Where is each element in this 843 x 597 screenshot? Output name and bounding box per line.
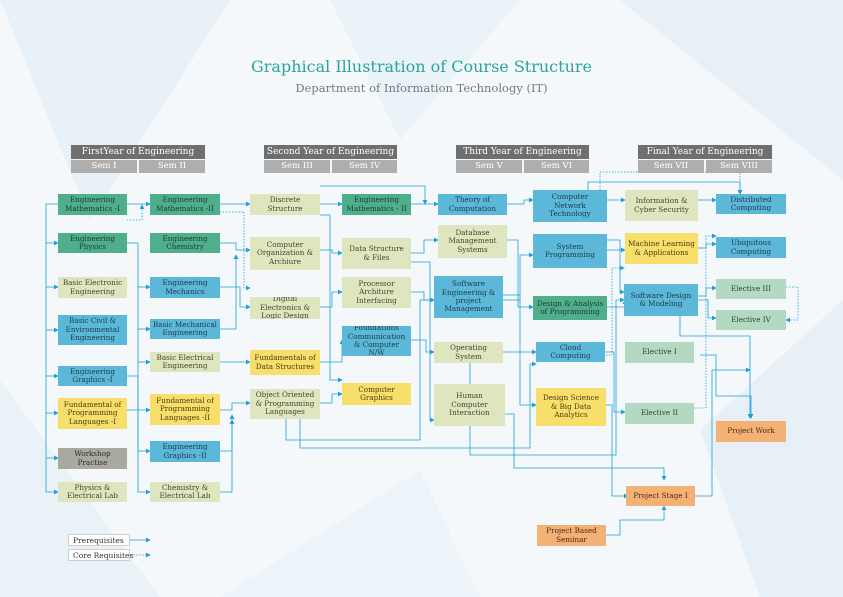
course-database-management[interactable]: Database Management Systems xyxy=(438,225,507,258)
course-distributed-computing[interactable]: Distributed Computing xyxy=(716,194,786,214)
course-cloud-computing[interactable]: Cloud Computing xyxy=(536,342,605,362)
course-system-programming[interactable]: System Programming xyxy=(533,234,607,268)
course-fundamental-programming-1[interactable]: Fundamental of Programming Languages -I xyxy=(58,398,127,429)
course-project-based-seminar[interactable]: Project Based Seminar xyxy=(537,525,606,546)
year-1-header: FirstYear of Engineering xyxy=(71,145,205,159)
sem-3-header: Sem III xyxy=(264,160,330,173)
course-design-science-big-data[interactable]: Design Science & Big Data Analytics xyxy=(536,388,606,426)
course-machine-learning[interactable]: Machine Learning & Applications xyxy=(625,233,698,264)
course-computer-graphics[interactable]: Computer Graphics xyxy=(342,383,411,405)
course-engineering-mathematics-3[interactable]: Engineering Mathematics - II xyxy=(342,194,411,215)
course-design-analysis-programming[interactable]: Design & Analysis of Programming xyxy=(533,296,607,320)
course-data-structure-files[interactable]: Data Structure & Files xyxy=(342,238,411,269)
course-computer-organization[interactable]: Computer Organization & Archiure xyxy=(250,237,320,270)
course-basic-mechanical-engineering[interactable]: Basic Mechanical Engineering xyxy=(150,319,220,339)
course-engineering-mechanics[interactable]: Engineering Mechanics xyxy=(150,277,220,298)
diagram-title: Graphical Illustration of Course Structu… xyxy=(251,57,592,76)
course-engineering-graphics-2[interactable]: Engineering Graphics -II xyxy=(150,441,220,462)
course-fundamental-programming-2[interactable]: Fundamental of Programming Languages -II xyxy=(150,394,220,425)
course-engineering-mathematics-1[interactable]: Engineering Mathematics -I xyxy=(58,194,127,215)
course-information-cyber-security[interactable]: Information & Cyber Security xyxy=(625,190,698,221)
course-project-stage-1[interactable]: Project Stage I xyxy=(626,486,695,506)
sem-1-header: Sem I xyxy=(71,160,137,173)
course-software-engineering[interactable]: Software Engineering & project Managemen… xyxy=(434,276,503,318)
legend-core-requisites: Core Requisites xyxy=(68,549,133,561)
course-physics-electrical-lab[interactable]: Physics & Electrical Lab xyxy=(58,482,127,502)
course-project-work[interactable]: Project Work xyxy=(716,421,786,442)
course-fundamentals-data-structures[interactable]: Fundamentals of Data Structures xyxy=(250,350,320,375)
course-operating-system[interactable]: Operating System xyxy=(434,342,503,363)
course-basic-civil-environmental-engineering[interactable]: Basic Civil & Environmental Engineering xyxy=(58,315,127,345)
course-engineering-mathematics-2[interactable]: Engineering Mathematics -II xyxy=(150,194,220,215)
legend-prerequisites: Prerequisites xyxy=(68,534,130,546)
course-basic-electrical-engineering[interactable]: Basic Electrical Engineering xyxy=(150,352,220,372)
diagram-subtitle: Department of Information Technology (IT… xyxy=(295,81,548,95)
course-foundations-communication-network[interactable]: Foundations Communication & Computer N/W xyxy=(342,326,411,356)
sem-5-header: Sem V xyxy=(456,160,522,173)
sem-2-header: Sem II xyxy=(139,160,205,173)
course-object-oriented-programming[interactable]: Object Oriented & Programming Languages xyxy=(250,389,320,419)
sem-8-header: Sem VIII xyxy=(706,160,772,173)
course-basic-electronic-engineering[interactable]: Basic Electronic Engineering xyxy=(58,277,127,298)
course-elective-3[interactable]: Elective III xyxy=(716,279,786,299)
course-software-design-modeling[interactable]: Software Design & Modeling xyxy=(624,284,698,316)
course-chemistry-electrical-lab[interactable]: Chemistry & Electrical Lab xyxy=(150,482,220,502)
course-digital-electronics[interactable]: Digital Electronics & Logic Design xyxy=(250,297,320,319)
course-processor-architecture[interactable]: Processor Architure Interfacing xyxy=(342,277,411,308)
course-engineering-physics[interactable]: Engineering Physics xyxy=(58,233,127,253)
course-workshop-practise[interactable]: Workshop Practise xyxy=(58,448,127,469)
year-4-header: Final Year of Engineering xyxy=(638,145,772,159)
year-2-header: Second Year of Engineering xyxy=(264,145,397,159)
year-3-header: Third Year of Engineering xyxy=(456,145,589,159)
course-elective-2[interactable]: Elective II xyxy=(625,403,694,424)
sem-7-header: Sem VII xyxy=(638,160,704,173)
sem-4-header: Sem IV xyxy=(332,160,397,173)
course-computer-network-technology[interactable]: Computer Network Technology xyxy=(533,190,607,222)
course-theory-of-computation[interactable]: Theory of Computation xyxy=(438,194,507,215)
course-human-computer-interaction[interactable]: Human Computer Interaction xyxy=(434,384,505,426)
course-engineering-chemistry[interactable]: Engineering Chemistry xyxy=(150,233,220,253)
sem-6-header: Sem VI xyxy=(524,160,589,173)
course-discrete-structure[interactable]: Discrete Structure xyxy=(250,194,320,215)
course-elective-4[interactable]: Elective IV xyxy=(716,310,786,330)
course-elective-1[interactable]: Elective I xyxy=(625,342,694,363)
course-engineering-graphics-1[interactable]: Engineering Graphics -I xyxy=(58,366,127,386)
course-ubiquitous-computing[interactable]: Ubiquitous Computing xyxy=(716,237,786,258)
